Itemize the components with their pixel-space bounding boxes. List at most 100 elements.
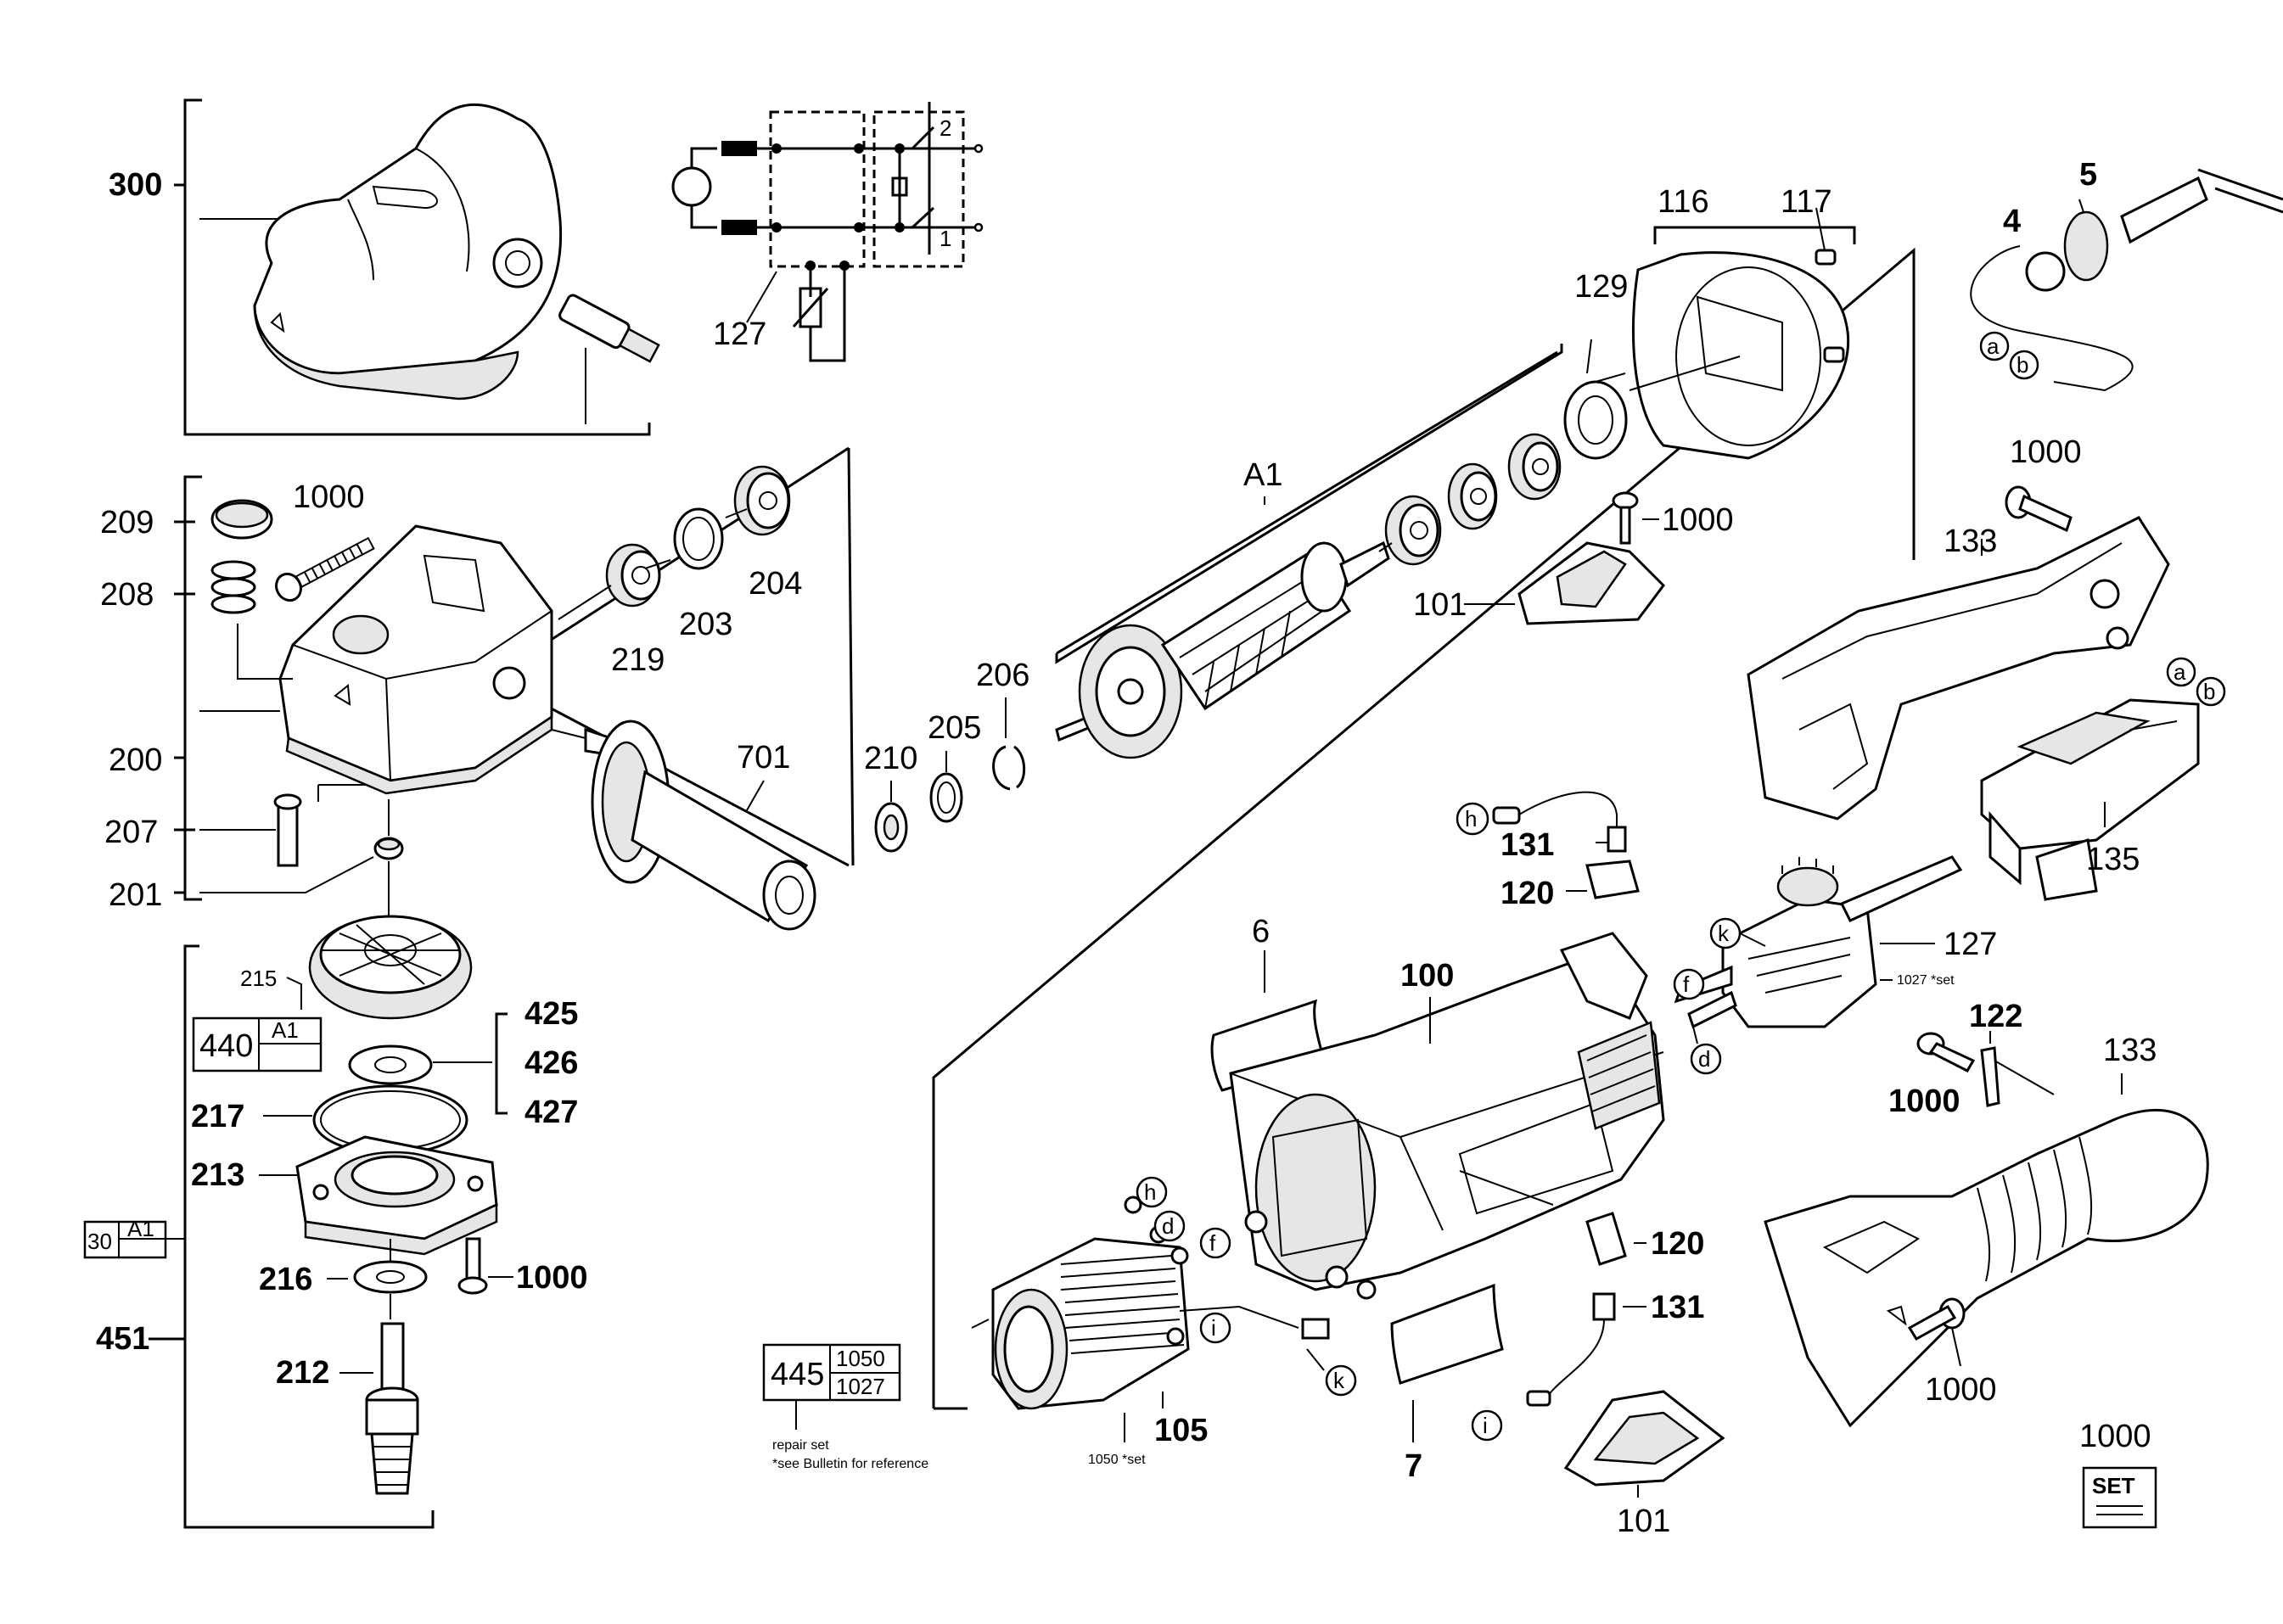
part-701-side-handle: 701: [551, 720, 816, 931]
label-1000-handle-top: 1000: [2010, 434, 2082, 470]
label-7: 7: [1405, 1448, 1422, 1484]
label-210: 210: [864, 741, 917, 776]
part-1000-handle-screw-top: 1000: [2005, 434, 2082, 533]
label-i-coil: i: [1211, 1315, 1216, 1341]
part-204-bearing: 204: [725, 465, 802, 602]
label-129: 129: [1574, 269, 1628, 305]
label-131-lower: 131: [1651, 1290, 1704, 1325]
label-1000-flange-screw: 1000: [516, 1260, 588, 1296]
label-205: 205: [928, 710, 981, 746]
label-426: 426: [524, 1045, 578, 1081]
part-1000-screw-flange: 1000: [457, 1237, 588, 1296]
label-i-lower: i: [1483, 1413, 1488, 1438]
part-133-rear-handle: 133: [1747, 516, 2170, 820]
part-101-switch-cover-top: 101: [1413, 541, 1665, 625]
part-A1-armature: A1: [1055, 350, 1558, 759]
part-210-washer: 210: [864, 741, 917, 853]
note-repair-set: repair set: [772, 1438, 829, 1453]
label-1050-set: 1050 *set: [1088, 1453, 1146, 1467]
label-b-cord: b: [2017, 352, 2028, 378]
part-1000-screw-switch: 1000: [1612, 491, 1734, 545]
label-120-lower: 120: [1651, 1226, 1704, 1262]
label-a-cord: a: [1987, 333, 2000, 359]
label-300: 300: [109, 167, 162, 203]
label-209: 209: [100, 505, 154, 540]
part-armature-bearings: [1378, 433, 1562, 566]
box-440-ref: A1: [272, 1017, 299, 1043]
label-A1-armature: A1: [1243, 457, 1282, 493]
part-205-ring: 205: [928, 710, 981, 823]
label-133-lower: 133: [2103, 1033, 2157, 1068]
part-120-131-lower: 120 131 i: [1471, 1212, 1704, 1442]
label-d-brush: d: [1698, 1046, 1710, 1072]
label-213: 213: [191, 1157, 244, 1193]
label-101-bottom: 101: [1617, 1504, 1670, 1539]
label-451: 451: [96, 1321, 149, 1357]
box-30-A1: 30 A1: [83, 1216, 185, 1259]
label-204: 204: [749, 566, 802, 602]
part-131-120-upper: h 131 120: [1456, 791, 1640, 911]
label-200: 200: [109, 742, 162, 778]
part-216-washer: 216: [259, 1260, 428, 1319]
label-135: 135: [2086, 842, 2140, 877]
label-101-top: 101: [1413, 587, 1467, 623]
label-206: 206: [976, 658, 1029, 693]
label-6: 6: [1252, 914, 1270, 949]
circuit-schematic: 2 1 127: [671, 102, 984, 362]
label-122: 122: [1969, 999, 2022, 1034]
label-100: 100: [1400, 958, 1454, 994]
label-116: 116: [1658, 184, 1709, 220]
label-216: 216: [259, 1262, 312, 1297]
part-200-gear-head-group: 209 208 1000 200 207 201: [100, 475, 553, 929]
label-1000-grip: 1000: [1925, 1372, 1997, 1408]
schematic-switch-1: 1: [940, 226, 951, 251]
part-215-bevel-gear: 215: [240, 915, 473, 1020]
label-d-coil: d: [1162, 1213, 1174, 1239]
part-100-motor-housing: 100: [1229, 932, 1665, 1300]
part-217-o-ring: 217: [191, 1084, 468, 1156]
set-badge-group: 1000 SET: [2079, 1419, 2157, 1529]
part-116-gear-cover: 116 117: [1631, 184, 1856, 460]
label-215: 215: [240, 966, 277, 991]
note-bulletin: *see Bulletin for reference: [772, 1457, 928, 1471]
label-127-schematic: 127: [713, 316, 766, 352]
part-300-cover-group: 300: [109, 98, 660, 436]
box-445-bottom: 1027: [836, 1374, 885, 1399]
label-k-brush: k: [1718, 921, 1730, 946]
label-f-brush: f: [1683, 972, 1690, 997]
part-7-label-plate: 7: [1390, 1283, 1504, 1484]
part-105-field-stator: h d f i k 105 1050 *set: [971, 1176, 1357, 1467]
label-212: 212: [276, 1355, 329, 1391]
label-h-upper: h: [1465, 806, 1477, 832]
label-f-coil: f: [1209, 1230, 1216, 1256]
schematic-switch-2: 2: [940, 115, 951, 141]
label-207: 207: [104, 815, 158, 850]
label-1000-gear-head-screw: 1000: [293, 479, 365, 515]
part-129-bearing-ring: 129: [1563, 269, 1741, 460]
label-h-coil: h: [1144, 1179, 1156, 1205]
label-219: 219: [611, 642, 665, 678]
box-445-repair-set: 445 1050 1027 repair set *see Bulletin f…: [762, 1343, 928, 1471]
part-213-flange: 213: [191, 1135, 498, 1264]
set-badge-text: SET: [2092, 1473, 2135, 1498]
label-1000-switch-screw: 1000: [1662, 502, 1734, 538]
label-427: 427: [524, 1095, 578, 1130]
part-5-cord: a b 5 4: [1970, 157, 2283, 392]
label-4: 4: [2003, 204, 2021, 239]
label-1000-lower: 1000: [1888, 1084, 1960, 1119]
box-445-number: 445: [771, 1357, 824, 1392]
part-1000-screw-grip: 1000: [1907, 1297, 1997, 1408]
part-135-switch: a b 135: [1980, 657, 2226, 901]
label-208: 208: [100, 577, 154, 613]
part-219-bearing: 219: [558, 543, 665, 678]
label-201: 201: [109, 877, 162, 913]
label-b-switch: b: [2203, 679, 2215, 704]
part-212-spindle: 212: [276, 1322, 419, 1495]
part-206-retaining-ring: 206: [976, 658, 1029, 791]
part-203-washer: 203: [644, 507, 732, 642]
label-a-switch: a: [2174, 659, 2186, 685]
label-203: 203: [679, 607, 732, 642]
label-1027-set: 1027 *set: [1897, 973, 1955, 988]
box-440-A1: 440 A1: [192, 1016, 323, 1072]
